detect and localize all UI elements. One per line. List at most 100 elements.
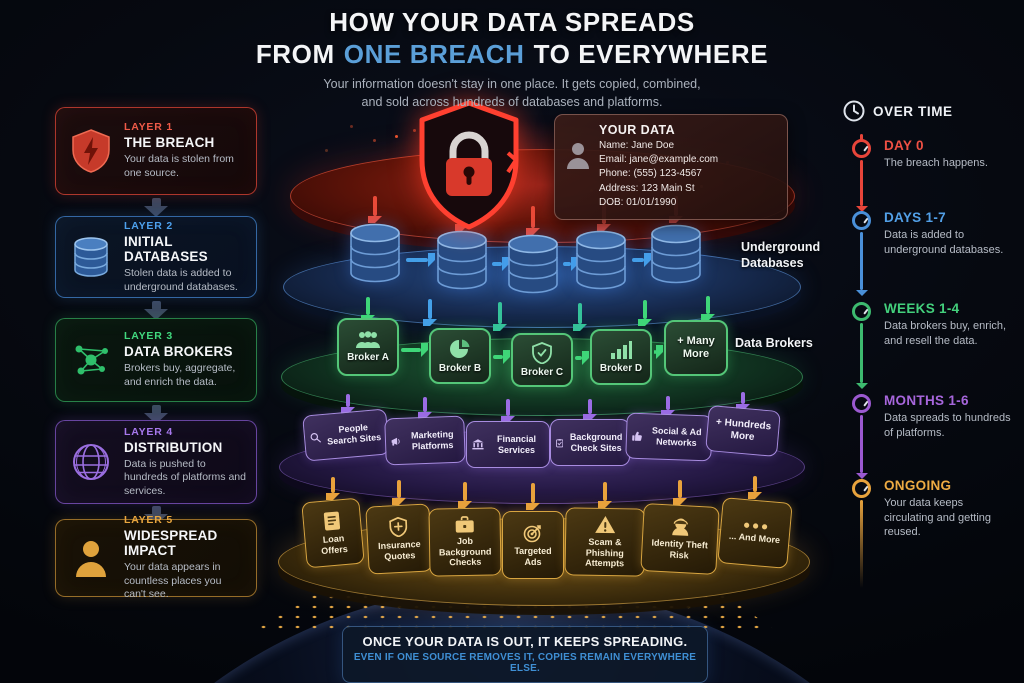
impact-node-job-checks: Job Background Checks [428,507,502,577]
layer-title: DATA BROKERS [124,344,233,360]
timeline-title: OVER TIME [873,103,953,119]
clipboard-check-icon [556,438,564,447]
database-cylinder [437,230,487,290]
breach-sparks-left [395,135,398,138]
layer-desc: Stolen data is added to underground data… [124,266,238,293]
bank-icon [472,439,484,450]
timeline-label: ONGOING [884,478,952,493]
timeline-header: OVER TIME [843,100,953,122]
broker-label: Broker C [520,366,564,378]
timeline-item-day0: DAY 0 The breach happens. [884,138,1012,171]
arrow-down [368,196,382,223]
document-icon [323,511,341,531]
arrow-right [401,343,428,357]
layer-desc: Your data appears in countless places yo… [124,561,222,601]
layer-title: INITIAL DATABASES [124,233,208,264]
your-data-field: Name: Jane Doe [599,140,675,151]
arrow-down [583,399,597,421]
title-line2-post: TO EVERYWHERE [533,39,769,69]
arrow-down [638,300,652,326]
platform-label: Background Check Sites [569,431,623,453]
footer-line2: EVEN IF ONE SOURCE REMOVES IT, COPIES RE… [353,652,697,674]
brokers-layer-label: Data Brokers [735,336,813,350]
globe-icon [68,441,114,483]
arrow-right [406,253,435,267]
timeline-desc: Data is added to underground databases. [884,229,1004,256]
platform-label: Marketing Platforms [410,428,454,451]
your-data-field: Phone: (555) 123-4567 [599,168,702,180]
impact-label: Loan Offers [320,532,349,556]
ellipsis-icon [744,522,768,530]
arrow-down [458,482,472,508]
layer-label: LAYER 4 [124,425,173,438]
broker-node-more: + Many More [664,320,728,376]
arrow-down [748,476,762,499]
title-block: HOW YOUR DATA SPREADS FROM ONE BREACH TO… [0,7,1024,111]
layer-card-distribution: LAYER 4 DISTRIBUTION Data is pushed to h… [55,420,257,504]
broker-label: Broker D [599,362,643,374]
arrow-down [661,396,675,417]
timeline-segment [855,232,868,296]
timeline-item-months1-6: MONTHS 1-6 Data spreads to hundreds of p… [884,393,1012,440]
arrow-down [493,302,507,331]
shield-plus-icon [389,516,408,538]
arrow-down [573,303,587,331]
broker-label: Broker B [438,362,482,374]
impact-node-more: ... And More [717,497,793,569]
timeline-item-days1-7: DAYS 1-7 Data is added to underground da… [884,210,1012,257]
timeline-segment [855,415,868,479]
timeline-desc: Data brokers buy, enrich, and resell the… [884,320,1007,347]
impact-node-targeted-ads: Targeted Ads [502,511,564,579]
footer-banner: ONCE YOUR DATA IS OUT, IT KEEPS SPREADIN… [342,626,708,683]
timeline-segment [860,500,863,588]
your-data-card: YOUR DATA Name: Jane Doe Email: jane@exa… [554,114,788,220]
broker-label: + Many More [677,335,715,360]
network-icon [68,338,114,382]
timeline-marker-day0 [852,139,871,158]
title-line2-pre: FROM [255,39,335,69]
padlock-shackle [449,131,489,164]
your-data-field: Address: 123 Main St [599,182,695,194]
target-icon [523,525,541,543]
layer-desc: Data is pushed to hundreds of platforms … [124,457,246,497]
timeline-segment [855,160,868,212]
broker-label: Broker A [347,351,389,363]
layer-desc: Your data is stolen from one source. [124,153,234,179]
timeline-marker-weeks1-4 [852,302,871,321]
timeline-label: DAYS 1-7 [884,210,946,225]
impact-label: Targeted Ads [514,545,552,567]
timeline-marker-months1-6 [852,394,871,413]
person-icon [68,537,114,579]
subtitle: Your information doesn't stay in one pla… [0,75,1024,111]
layer-label: LAYER 1 [124,121,173,134]
arrow-down [673,480,687,505]
impact-label: Scam & Phishing Attempts [585,536,625,569]
arrow-right [563,257,578,271]
arrow-right [632,253,651,267]
broker-node-d: Broker D [590,329,652,385]
platform-label: Social & Ad Networks [651,425,702,448]
layer-card-breach: LAYER 1 THE BREACH Your data is stolen f… [55,107,257,195]
timeline-desc: Data spreads to hundreds of platforms. [884,412,1011,439]
shield-icon [532,341,552,364]
profile-icon [567,143,589,169]
briefcase-icon [455,516,474,533]
layer-title: DISTRIBUTION [124,439,223,455]
layer-label: LAYER 3 [124,330,173,343]
arrow-down [736,392,750,411]
timeline-marker-days1-7 [852,211,871,230]
title-line2-highlight: ONE BREACH [343,39,525,69]
platform-label: Financial Services [496,433,536,455]
impact-node-identity-theft: Identity Theft Risk [640,503,720,575]
layer-card-databases: LAYER 2 INITIAL DATABASES Stolen data is… [55,216,257,298]
footer-line1: ONCE YOUR DATA IS OUT, IT KEEPS SPREADIN… [362,634,688,649]
title-line2: FROM ONE BREACH TO EVERYWHERE [0,39,1024,70]
layer-label: LAYER 2 [124,219,173,232]
broker-node-b: Broker B [429,328,491,384]
platform-label: People Search Sites [326,422,382,447]
impact-label: Job Background Checks [438,535,492,568]
pie-chart-icon [450,339,470,358]
search-icon [310,433,321,443]
your-data-field: Email: jane@example.com [599,154,719,166]
